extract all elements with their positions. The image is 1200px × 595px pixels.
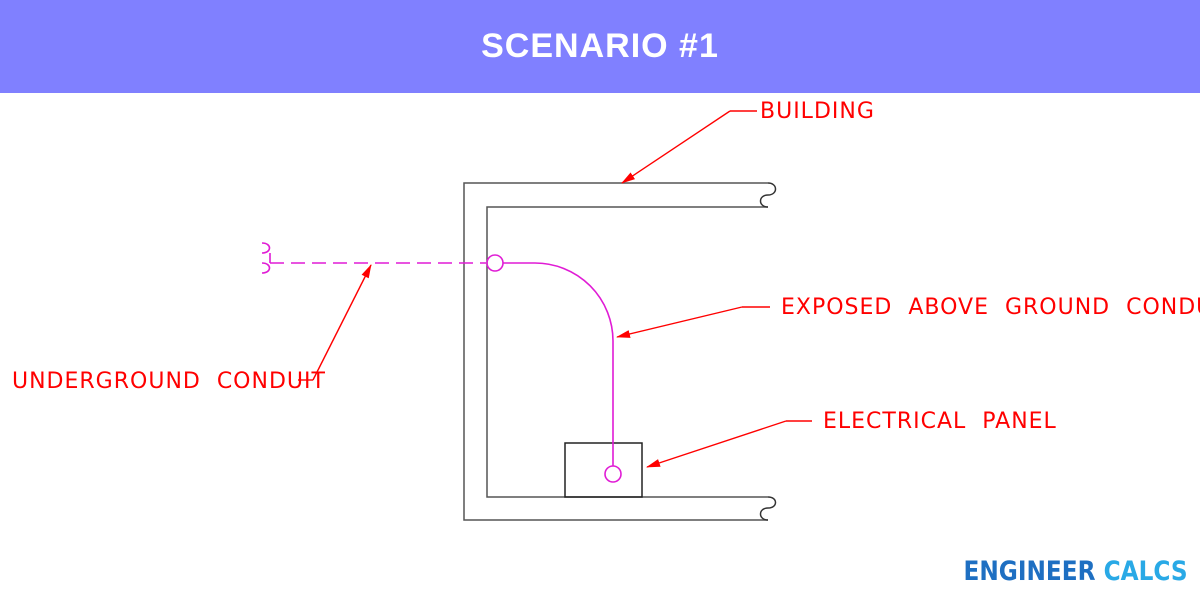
underground-break-symbol bbox=[261, 242, 271, 274]
underground-conduit-label: UNDERGROUND CONDUIT bbox=[12, 369, 326, 394]
logo-word-engineer: ENGINEER bbox=[963, 556, 1096, 587]
engineer-calcs-logo: ENGINEER CALCS bbox=[964, 556, 1188, 587]
electrical-panel-box bbox=[564, 442, 643, 498]
building-inner-wall bbox=[486, 206, 768, 498]
wall-penetration-circle bbox=[486, 254, 504, 272]
page-title: SCENARIO #1 bbox=[481, 27, 719, 65]
underground-leader-arrow bbox=[312, 264, 372, 381]
exposed-leader-arrow bbox=[616, 306, 743, 338]
leaders bbox=[298, 110, 812, 468]
wall-break-symbol-top bbox=[759, 182, 777, 208]
exposed-conduit-label: EXPOSED ABOVE GROUND CONDUIT bbox=[781, 295, 1200, 320]
building-outer-wall bbox=[463, 182, 768, 521]
logo-word-calcs: CALCS bbox=[1103, 556, 1188, 587]
panel-entry-circle bbox=[604, 465, 622, 483]
exposed-conduit-line bbox=[503, 262, 614, 466]
building-label: BUILDING bbox=[760, 99, 875, 124]
electrical-panel-label: ELECTRICAL PANEL bbox=[823, 409, 1057, 434]
building-leader-arrow bbox=[621, 110, 731, 184]
conduits bbox=[261, 242, 622, 483]
title-banner: SCENARIO #1 bbox=[0, 0, 1200, 93]
wall-break-symbol-bottom bbox=[759, 496, 777, 521]
panel-leader-arrow bbox=[646, 420, 787, 468]
